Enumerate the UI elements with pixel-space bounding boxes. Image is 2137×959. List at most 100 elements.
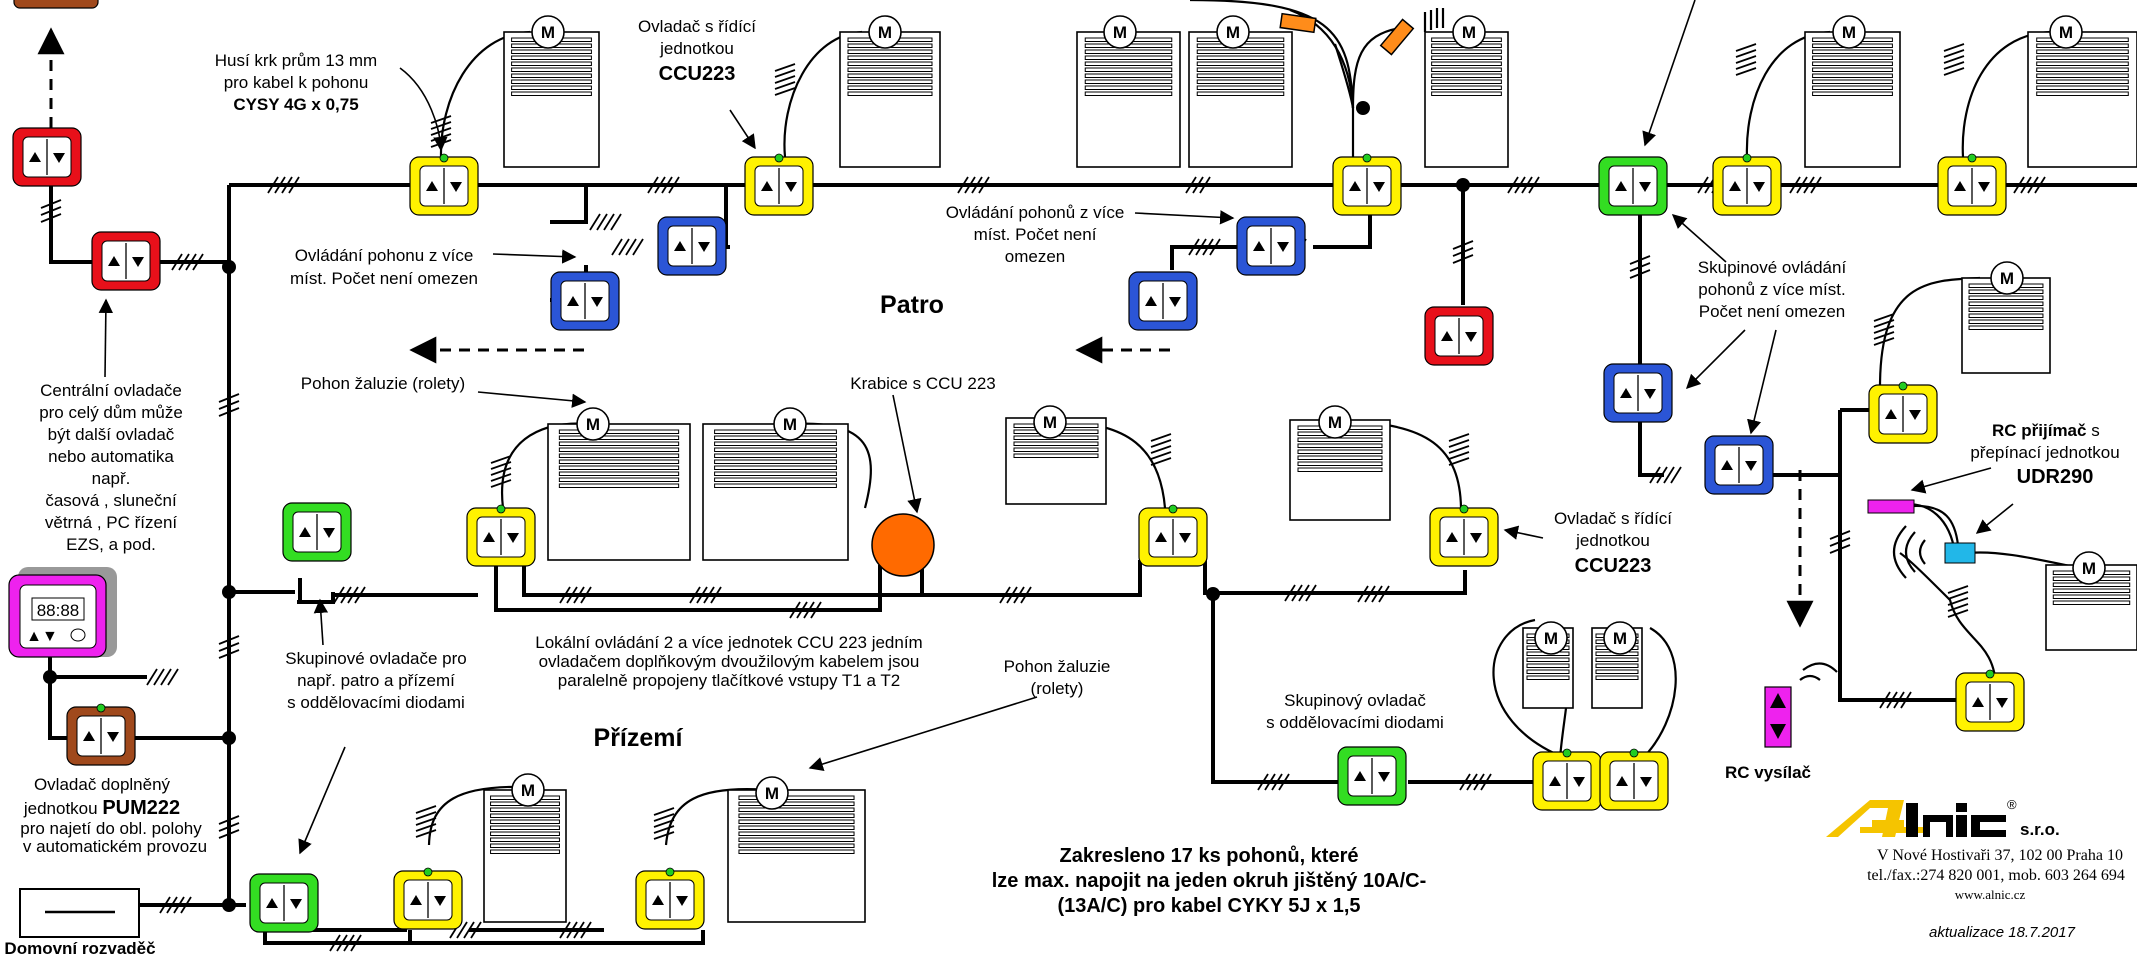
blind-icon [1424, 31, 1509, 168]
svg-text:M: M [2082, 559, 2096, 578]
switches [12, 127, 2025, 933]
switch-icon [744, 153, 814, 216]
svg-text:M: M [2000, 269, 2014, 288]
svg-text:M: M [765, 784, 779, 803]
svg-text:M: M [541, 23, 555, 42]
group-switch-label-2: s oddělovacími diodami [1266, 713, 1444, 732]
pum-label-2a: jednotkou [23, 799, 102, 818]
central-label-5: např. [92, 469, 131, 488]
motor-icon: M [511, 773, 545, 807]
top-device [13, 0, 99, 9]
local-control-label-3: paralelně propojeny tlačítkové vstupy T1… [558, 671, 900, 690]
motor-icon: M [1990, 261, 2024, 295]
motor-icon: M [1318, 405, 1352, 439]
svg-text:M: M [1462, 23, 1476, 42]
switch-icon [550, 271, 620, 331]
group-switches-label-1: Skupinové ovladače pro [285, 649, 466, 668]
blind-icon [1188, 31, 1293, 168]
group-switches-label-2: např. patro a přízemí [297, 671, 455, 690]
switch-icon [1236, 216, 1306, 276]
motor-icon: M [2072, 551, 2106, 585]
junction-dots [43, 101, 1470, 912]
switch-icon [12, 127, 82, 187]
switch-icon [1704, 435, 1774, 495]
local-control-label-1: Lokální ovládání 2 a více jednotek CCU 2… [535, 633, 922, 652]
blind-icon [1804, 31, 1901, 168]
gooseneck-label-3: CYSY 4G x 0,75 [233, 95, 358, 114]
svg-text:M: M [783, 415, 797, 434]
svg-text:M: M [586, 415, 600, 434]
motor-icon: M [755, 776, 789, 810]
logo-registered: ® [2007, 797, 2017, 812]
gooseneck-label-2: pro kabel k pohonu [224, 73, 369, 92]
switch-icon [91, 231, 161, 291]
switch-icon [635, 867, 705, 930]
switch-icon [1599, 748, 1669, 811]
svg-text:M: M [1613, 629, 1627, 648]
ccu-right-label-2: jednotkou [1575, 531, 1650, 550]
svg-text:M: M [2059, 23, 2073, 42]
switch-icon [1337, 746, 1407, 806]
blinds [483, 31, 2137, 923]
local-control-label-2: ovladačem doplňkovým dvoužilovým kabelem… [539, 652, 920, 671]
company-suffix: s.r.o. [2020, 820, 2060, 839]
svg-text:M: M [1226, 23, 1240, 42]
motor-icon: M [773, 407, 807, 441]
motor-icon: M [1033, 405, 1067, 439]
multi-place-mid-label-2: míst. Počet není [974, 225, 1097, 244]
company-phone: tel./fax.:274 820 001, mob. 603 264 694 [1867, 867, 2125, 884]
central-label-7: větrná , PC řízení [45, 513, 178, 532]
blind-icon [727, 789, 866, 923]
motor-icon: M [1603, 621, 1637, 655]
blind-icon [702, 423, 849, 561]
pointer-arrows [98, 0, 2014, 855]
svg-text:M: M [521, 781, 535, 800]
rc-receiver-label-2: přepínací jednotkou [1970, 443, 2119, 462]
ccu-top-label: Ovladač s řídící [638, 17, 756, 36]
rc-transmitter-label: RC vysílač [1725, 763, 1811, 782]
update-date: aktualizace 18.7.2017 [1929, 924, 2076, 941]
pum-label-3: pro najetí do obl. polohy [20, 819, 202, 838]
motor-icon: M [1832, 15, 1866, 49]
ccu-right-label: Ovladač s řídící [1554, 509, 1672, 528]
timer-icon: 88:88 ▲▼ [8, 567, 117, 658]
switch-icon [409, 153, 479, 216]
blind-drive-label-2: Pohon žaluzie [1004, 657, 1111, 676]
switch-icon [466, 504, 536, 567]
pum-label-2b: PUM222 [102, 797, 180, 819]
switch-icon [1868, 381, 1938, 444]
rc-receiver-label-3: UDR290 [2017, 466, 2094, 488]
switch-icon [1712, 153, 1782, 216]
group-switch-label-1: Skupinový ovladač [1284, 691, 1426, 710]
receiver-icon [1867, 499, 1976, 579]
central-label-4: nebo automatika [48, 447, 174, 466]
group-control-label-1: Skupinové ovládání [1698, 258, 1847, 277]
summary-label-2: lze max. napojit na jeden okruh jištěný … [992, 870, 1427, 892]
timer-display: 88:88 [37, 601, 80, 620]
blind-icon [547, 423, 691, 561]
remote-icon [1764, 662, 1838, 748]
company-web: www.alnic.cz [1955, 887, 2026, 902]
ccu-right-label-3: CCU223 [1575, 555, 1652, 577]
switch-icon [657, 216, 727, 276]
motors: M M M M M M M M M M M M M M M M M [511, 15, 2106, 810]
summary-label-3: (13A/C) pro kabel CYKY 5J x 1,5 [1057, 895, 1360, 917]
distribution-board-icon [19, 888, 140, 938]
svg-text:M: M [1043, 413, 1057, 432]
motor-icon: M [1534, 621, 1568, 655]
switch-icon [1424, 306, 1494, 366]
motor-icon: M [1452, 15, 1486, 49]
switch-icon [1429, 504, 1499, 567]
central-label-1: Centrální ovladače [40, 381, 182, 400]
rc-receiver-label-bold: RC přijímač [1992, 421, 2086, 440]
svg-text:M: M [1113, 23, 1127, 42]
multi-place-mid-label-3: omezen [1005, 247, 1065, 266]
svg-text:M: M [878, 23, 892, 42]
multi-place-left-label: Ovládání pohonu z více [295, 246, 474, 265]
switch-icon [1138, 504, 1208, 567]
central-label-8: EZS, a pod. [66, 535, 156, 554]
floor-label-prizemi: Přízemí [594, 724, 684, 752]
blind-drive-label: Pohon žaluzie (rolety) [301, 374, 465, 393]
motor-icon: M [576, 407, 610, 441]
